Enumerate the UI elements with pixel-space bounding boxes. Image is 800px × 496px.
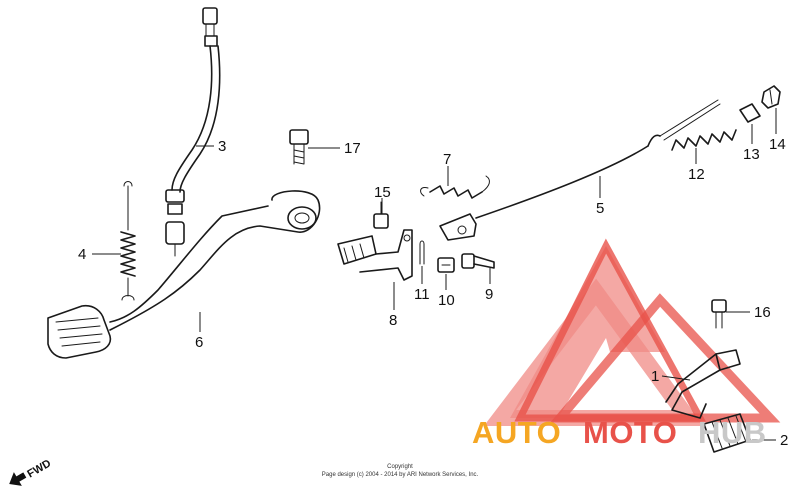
part-2-footpeg-rubber [703, 413, 751, 453]
part-15-pin [373, 201, 389, 229]
callout-2: 2 [780, 432, 788, 449]
callout-numbers: 3 4 17 6 7 15 8 11 10 9 5 12 13 14 16 1 … [78, 136, 788, 449]
part-5-brake-rod [439, 99, 721, 241]
callout-4: 4 [78, 246, 86, 263]
callout-16: 16 [754, 304, 771, 321]
watermark-hub: HUB [698, 415, 767, 450]
part-10-nut [437, 257, 455, 273]
part-3-brake-switch-cable [165, 7, 221, 257]
forward-arrow-icon [9, 472, 27, 486]
part-4-spring [120, 181, 136, 301]
callout-15: 15 [374, 184, 391, 201]
part-12-spring [671, 129, 737, 151]
callout-9: 9 [485, 286, 493, 303]
callout-12: 12 [688, 166, 705, 183]
copyright-line-2: Page design (c) 2004 - 2014 by ARI Netwo… [322, 472, 479, 478]
part-13-collar [739, 103, 761, 123]
forward-direction-indicator: FWD [9, 457, 53, 486]
callout-14: 14 [769, 136, 786, 153]
part-16-bolt [711, 299, 727, 329]
copyright-notice: Copyright Page design (c) 2004 - 2014 by… [322, 464, 479, 478]
watermark-text: AUTO MOTO HUB [472, 415, 767, 450]
callout-17: 17 [344, 140, 361, 157]
watermark-logo [483, 238, 781, 426]
watermark-auto: AUTO [472, 415, 561, 450]
callout-1: 1 [651, 368, 659, 385]
callout-3: 3 [218, 138, 226, 155]
part-1-step-bar [665, 349, 741, 419]
callout-8: 8 [389, 312, 397, 329]
copyright-line-1: Copyright [387, 464, 413, 470]
callout-6: 6 [195, 334, 203, 351]
part-6-brake-pedal [47, 190, 321, 359]
part-8-brake-arm [337, 229, 413, 281]
watermark-moto: MOTO [583, 415, 677, 450]
fwd-label: FWD [25, 457, 53, 480]
callout-13: 13 [743, 146, 760, 163]
leader-lines [92, 108, 777, 441]
callout-11: 11 [414, 286, 430, 303]
callout-7: 7 [443, 151, 451, 168]
part-17-bolt [289, 129, 309, 165]
part-11-cotter-pin [419, 240, 425, 265]
part-7-spring [420, 175, 490, 199]
part-14-adjusting-nut [761, 85, 781, 109]
callout-5: 5 [596, 200, 604, 217]
callout-10: 10 [438, 292, 455, 309]
part-9-bolt [461, 253, 495, 269]
